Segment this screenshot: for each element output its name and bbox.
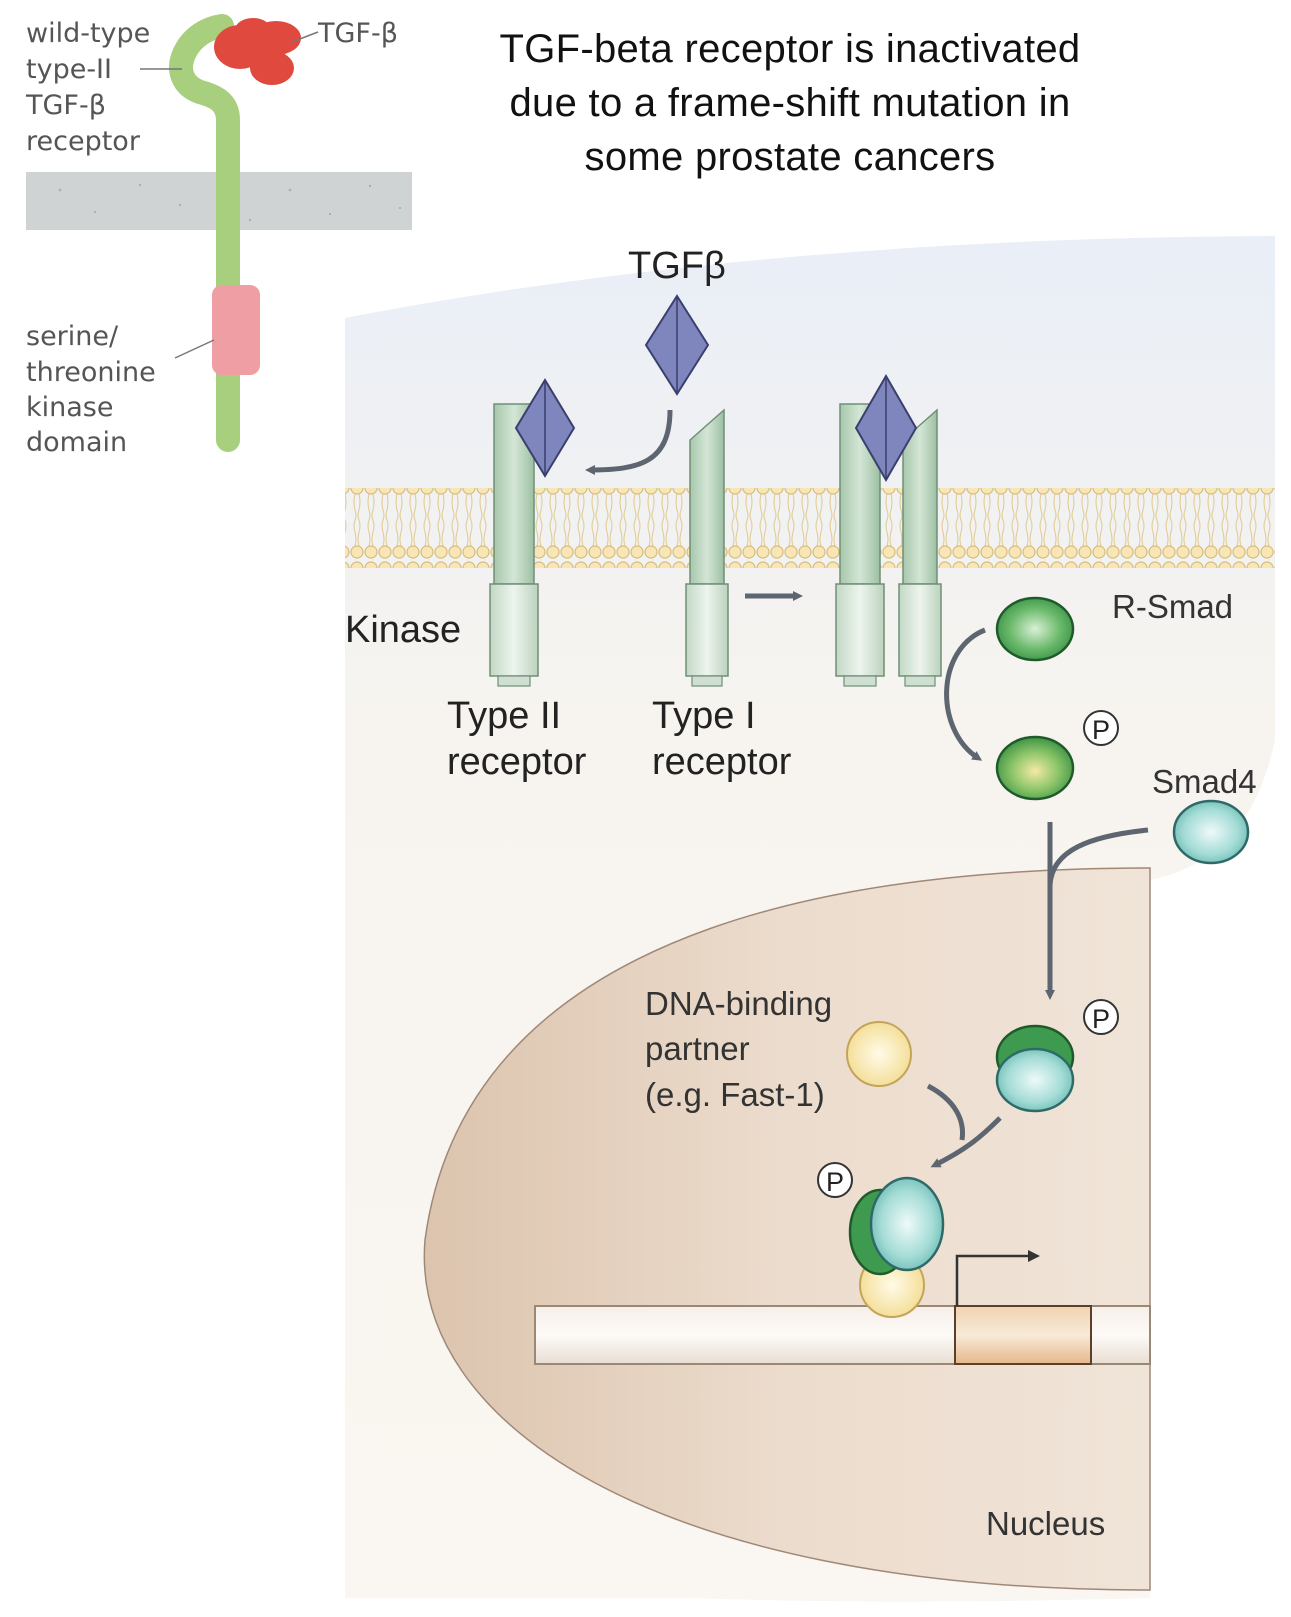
type-i-receptor-label: Type I receptor bbox=[652, 695, 792, 783]
inset-receptor-label-line: wild-type bbox=[26, 18, 150, 49]
title-line-1: TGF-beta receptor is inactivated bbox=[499, 27, 1081, 71]
inset-tgf-beta-label: TGF-β bbox=[317, 18, 398, 49]
partner-join-arrow bbox=[926, 1083, 966, 1141]
phospho-label: P bbox=[1092, 1004, 1110, 1034]
transcription-start-arrowhead bbox=[1028, 1250, 1040, 1262]
inset-kinase-label-line: serine/ bbox=[26, 321, 119, 352]
type-i-receptor bbox=[685, 408, 729, 687]
inset-receptor-body bbox=[169, 14, 240, 452]
nucleus-label: Nucleus bbox=[986, 1505, 1105, 1542]
transcription-start-arrow bbox=[955, 1254, 1028, 1306]
inset-receptor-label-line: type-II bbox=[26, 54, 112, 85]
smad4 bbox=[1172, 799, 1250, 865]
inset-kinase-label-line: domain bbox=[26, 427, 127, 458]
transcription-complex bbox=[848, 1176, 945, 1318]
tgfb-ligand-bound-complex bbox=[854, 373, 918, 483]
tgfb-ligand-bound-type-ii bbox=[514, 378, 576, 478]
phospho-label: P bbox=[826, 1167, 844, 1197]
tgfb-label: TGFβ bbox=[628, 245, 726, 287]
target-gene bbox=[954, 1305, 1092, 1365]
kinase-label: Kinase bbox=[345, 609, 461, 651]
smad4-join-arrow bbox=[1047, 827, 1149, 886]
inset-receptor-label-line: TGF-β bbox=[25, 90, 106, 121]
type-ii-receptor-label: Type II receptor bbox=[447, 695, 587, 783]
inset-kinase-label-line: threonine bbox=[26, 357, 156, 388]
rsmad-phosphorylation-arrow bbox=[944, 627, 987, 761]
smad-complex bbox=[995, 1024, 1075, 1113]
phospho-tag-1: P bbox=[1083, 710, 1119, 746]
type-i-receptor-label-line: receptor bbox=[652, 741, 792, 783]
type-ii-receptor-label-line: Type II bbox=[447, 695, 561, 737]
smad4-label: Smad4 bbox=[1152, 763, 1257, 800]
inset-kinase-label: serine/ threonine kinase domain bbox=[26, 321, 164, 458]
r-smad bbox=[995, 596, 1075, 662]
complex-to-dna-arrow bbox=[930, 1116, 1002, 1168]
type-ii-receptor-label-line: receptor bbox=[447, 741, 587, 783]
dna-binding-partner-label-line: partner bbox=[645, 1030, 750, 1067]
dna-binding-partner-label-line: (e.g. Fast-1) bbox=[645, 1076, 825, 1113]
inset-kinase-label-line: kinase bbox=[26, 392, 113, 423]
pathway-diagram: P P P TGFβ Kinase Type II receptor Type … bbox=[345, 236, 1275, 1602]
nucleus bbox=[423, 867, 1151, 1591]
inset-tgf-beta-ligand bbox=[214, 18, 301, 85]
phospho-label: P bbox=[1092, 715, 1110, 745]
phospho-tag-2: P bbox=[1083, 999, 1119, 1035]
inset-kinase-domain bbox=[212, 285, 260, 375]
dna-binding-partner-label: DNA-binding partner (e.g. Fast-1) bbox=[645, 985, 841, 1113]
title: TGF-beta receptor is inactivated due to … bbox=[430, 22, 1150, 184]
title-line-3: some prostate cancers bbox=[584, 135, 996, 179]
type-i-receptor-label-line: Type I bbox=[652, 695, 756, 737]
ligand-binding-arrow bbox=[585, 409, 673, 475]
tgfb-ligand-free bbox=[644, 294, 710, 396]
inset-receptor-label-line: receptor bbox=[26, 126, 141, 157]
title-line-2: due to a frame-shift mutation in bbox=[509, 81, 1071, 125]
inset-receptor-diagram: wild-type type-II TGF-β receptor TGF-β s… bbox=[25, 14, 412, 458]
r-smad-phosphorylated bbox=[995, 735, 1075, 801]
cell-membrane bbox=[345, 488, 1275, 568]
inset-receptor-label: wild-type type-II TGF-β receptor bbox=[25, 18, 159, 157]
dna-binding-partner-label-line: DNA-binding bbox=[645, 985, 832, 1022]
dna-binding-partner bbox=[846, 1021, 912, 1087]
inset-leader-kinase bbox=[174, 339, 215, 359]
r-smad-label: R-Smad bbox=[1112, 588, 1233, 625]
inset-leader-tgfb bbox=[291, 31, 319, 43]
phospho-tag-3: P bbox=[817, 1162, 853, 1198]
active-receptor-complex bbox=[835, 403, 942, 687]
inset-membrane-speckle bbox=[58, 183, 402, 222]
